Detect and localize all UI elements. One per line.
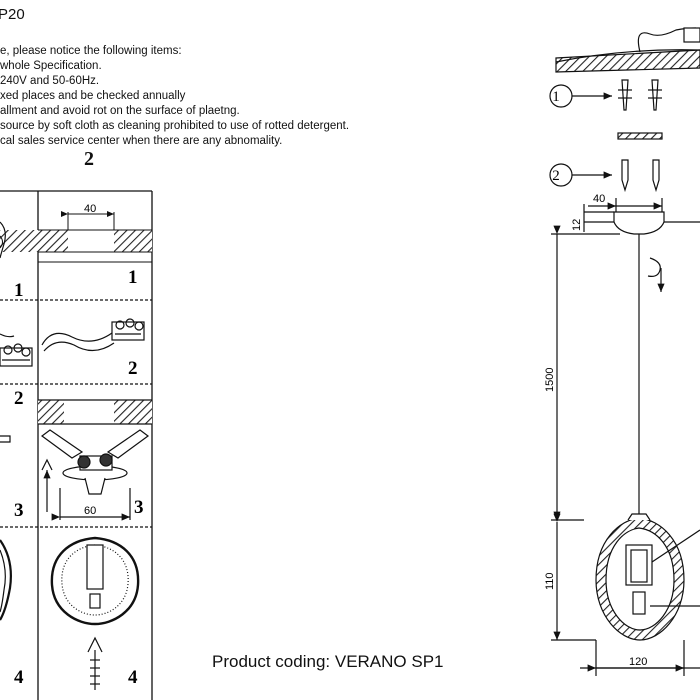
step4-drawing: [0, 536, 140, 690]
model-title: P20: [0, 6, 25, 23]
step-number: 4: [128, 667, 138, 688]
dim-label: 40: [84, 203, 96, 215]
lamp-drawing: [549, 27, 700, 676]
instruction-grid: [0, 190, 153, 700]
note-line: 240V and 50-60Hz.: [0, 75, 100, 87]
step3-drawing: [0, 399, 152, 521]
section-number: 2: [84, 148, 94, 170]
product-coding: Product coding: VERANO SP1: [212, 652, 444, 671]
note-line: source by soft cloth as cleaning prohibi…: [0, 120, 350, 132]
step-number: 3: [14, 500, 24, 521]
dim-label: 110: [544, 572, 556, 590]
dim-label: 1500: [544, 368, 556, 392]
dim-label: 120: [629, 656, 647, 668]
dim-label: 60: [84, 505, 96, 517]
note-line: whole Specification.: [0, 60, 102, 72]
step-number: 1: [14, 280, 24, 301]
step2-drawing: [0, 318, 145, 367]
note-line: cal sales service center when there are …: [0, 135, 283, 147]
callout-number: 2: [552, 168, 560, 184]
step-number: 1: [128, 267, 138, 288]
dim-label: 40: [593, 193, 605, 205]
dim-label: 12: [571, 219, 583, 231]
step-number: 3: [134, 497, 144, 518]
callout-number: 1: [552, 89, 560, 105]
step-number: 4: [14, 667, 24, 688]
step-number: 2: [128, 358, 138, 379]
step1-drawing: [0, 211, 152, 263]
step-number: 2: [14, 388, 24, 409]
note-line: e, please notice the following items:: [0, 45, 182, 57]
note-line: allment and avoid rot on the surface of …: [0, 105, 240, 117]
note-line: xed places and be checked annually: [0, 90, 186, 102]
